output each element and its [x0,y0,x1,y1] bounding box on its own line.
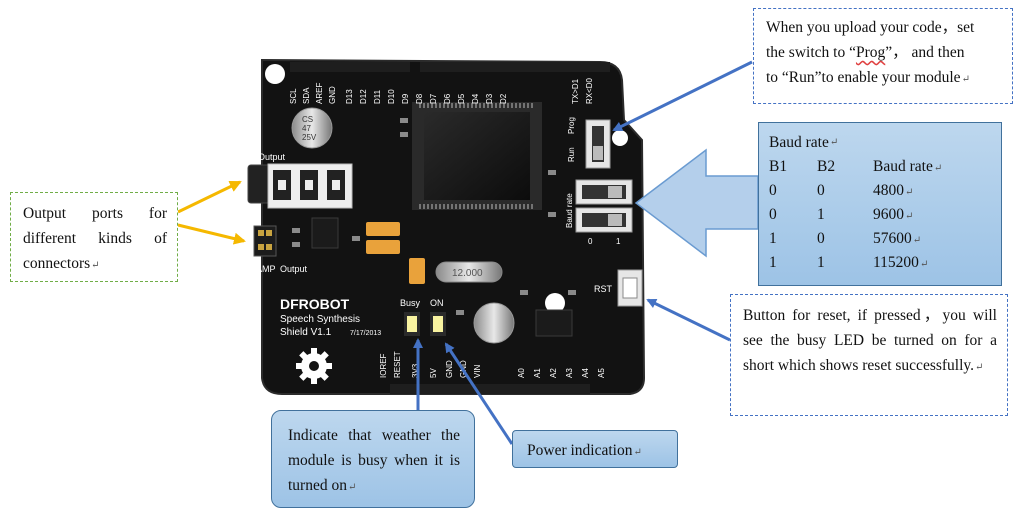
top-pin-label: D2 [499,93,508,104]
svg-text:Shield V1.1: Shield V1.1 [280,327,332,338]
bottom-pin-label: A1 [533,368,542,378]
arrow-to-prog-switch [612,60,753,132]
svg-text:Busy: Busy [400,298,421,308]
bottom-pin-label: GND [445,360,454,378]
svg-text:47: 47 [302,124,311,133]
amp-output-header [253,225,277,257]
prog-run-switch [585,119,611,169]
top-pin-label: D11 [373,89,382,104]
baud-rate-switches [575,179,633,233]
arrow-to-amp-header [177,223,246,245]
svg-text:12.000: 12.000 [452,268,483,279]
baud-rate-block-arrow [634,148,759,258]
bottom-pin-label: A5 [597,368,606,378]
bottom-pin-label: A0 [517,368,526,378]
tantalum-capacitor [366,222,400,236]
arrow-to-audio-jack [177,180,242,214]
output-ports-callout: Output ports for different kinds of conn… [10,192,178,282]
amp-silkscreen: AMP [256,264,276,274]
top-header-pins [290,62,610,72]
upload-switch-callout: When you upload your code，set the switch… [753,8,1013,104]
svg-text:Run: Run [567,147,576,162]
svg-text:25V: 25V [302,133,317,142]
mounting-hole [545,293,565,313]
top-pin-label: D9 [401,93,410,104]
svg-text:CS: CS [302,115,313,124]
top-pin-label: GND [328,86,337,104]
top-pin-label: D8 [415,93,424,104]
bottom-pin-label: A3 [565,368,574,378]
tantalum-capacitor [409,258,425,284]
mounting-hole [265,64,285,84]
top-pin-label: D12 [359,89,368,104]
top-pin-label: D5 [457,93,466,104]
tantalum-capacitor [366,240,400,254]
svg-text:ON: ON [430,298,444,308]
open-hardware-gear-logo [296,348,332,384]
svg-text:0: 0 [588,237,593,246]
top-pin-label: D7 [429,93,438,104]
mounting-hole [612,130,628,146]
top-pin-label: AREF [315,83,324,104]
svg-text:1: 1 [616,237,621,246]
regulator-chip [535,309,573,337]
main-chip [412,102,542,210]
bottom-pin-label: A4 [581,368,590,378]
bottom-header-pins [390,384,590,394]
bottom-pin-label: RESET [393,351,402,378]
bottom-pin-label: VIN [473,364,482,378]
bottom-pin-label: 5V [429,368,438,378]
top-pin-labels: SCL SDA AREF GND D13 D12 D11 D10 D9 D8 D7 D6 D5 D4 D3 D… [289,77,594,104]
baud-table-header: B1 B2 Baud rate↵ [769,158,943,175]
amp-output-silkscreen: Output [280,264,308,274]
top-pin-label: SCL [289,88,298,104]
reset-button-callout: Button for reset, if pressed，you will se… [730,294,1008,416]
screw-terminal-block [267,163,353,209]
crystal-oscillator [435,261,503,283]
top-pin-label: D4 [471,93,480,104]
electrolytic-capacitor-bottom [473,302,515,344]
top-pin-label: D10 [387,89,396,104]
top-pin-label: D6 [443,93,452,104]
svg-text:7/17/2013: 7/17/2013 [350,330,381,337]
svg-text:RST: RST [594,284,613,294]
brand-silkscreen: DFROBOT [280,296,350,312]
bottom-pin-label: A2 [549,368,558,378]
busy-led-indicator [404,312,420,336]
top-pin-label: D13 [345,89,354,104]
top-pin-label: D3 [485,93,494,104]
bottom-pin-label: IOREF [379,353,388,378]
top-pin-label: TX>D1 [571,78,580,104]
power-indication-callout: Power indication↵ [512,430,678,468]
amp-chip [311,217,339,249]
arrow-to-power-led [444,342,514,445]
top-pin-label: SDA [302,87,311,104]
busy-indicator-callout: Indicate that weather the module is busy… [271,410,475,508]
power-led-indicator [430,312,446,336]
svg-text:Speech Synthesis: Speech Synthesis [280,314,360,325]
svg-text:Prog: Prog [567,117,576,134]
bottom-pin-label: 3V3 [411,363,420,378]
electrolytic-capacitor [291,107,333,149]
reset-button-component [617,269,643,307]
svg-text:Baud rate: Baud rate [565,193,574,228]
arrow-to-reset-button [646,298,731,342]
output-silkscreen: Output [258,152,286,162]
top-pin-label: RX<D0 [585,77,594,104]
